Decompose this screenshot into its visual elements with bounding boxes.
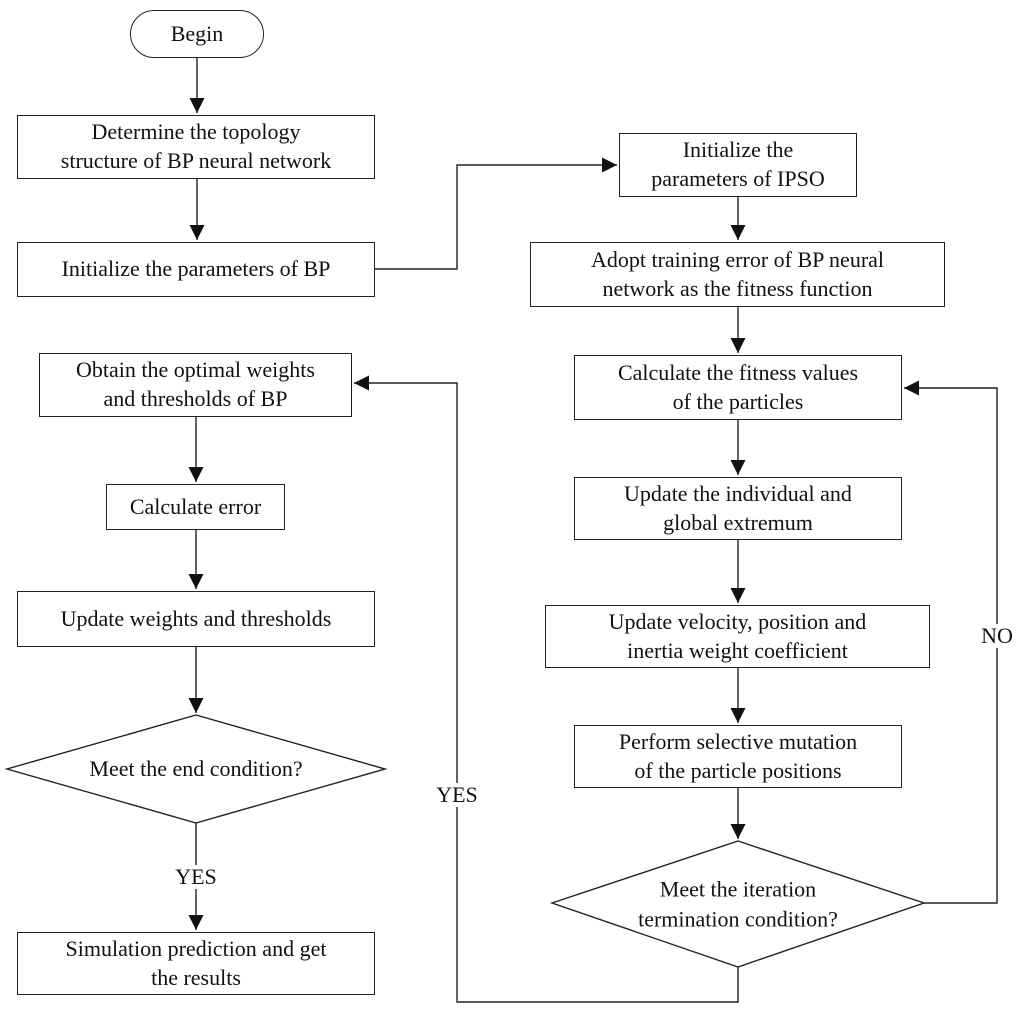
process-update-weights-thresholds: Update weights and thresholds — [17, 591, 375, 647]
decision-iteration-shape — [549, 840, 927, 968]
process-initialize-bp: Initialize the parameters of BP — [17, 242, 375, 297]
process-adopt-training-error: Adopt training error of BP neural networ… — [530, 242, 945, 307]
process-initialize-ipso: Initialize the parameters of IPSO — [619, 133, 857, 197]
process-determine-topology: Determine the topology structure of BP n… — [17, 115, 375, 179]
process-update-velocity: Update velocity, position and inertia we… — [545, 605, 930, 668]
process-calculate-fitness: Calculate the fitness values of the part… — [574, 355, 902, 420]
process-obtain-optimal-weights: Obtain the optimal weights and threshold… — [39, 353, 352, 417]
process-selective-mutation: Perform selective mutation of the partic… — [574, 725, 902, 788]
edge-init-bp-to-init-ipso — [375, 157, 617, 270]
decision-iteration-label: Meet the iteration termination condition… — [638, 876, 838, 931]
edge-label-no: NO — [977, 624, 1017, 648]
terminator-begin: Begin — [130, 10, 264, 58]
edge-label-yes-right: YES — [432, 783, 482, 807]
edge-label-yes-left: YES — [171, 865, 221, 889]
decision-end-condition-label: Meet the end condition? — [89, 756, 303, 782]
process-calculate-error: Calculate error — [106, 484, 285, 530]
edge-yes-loop-to-obtain — [354, 375, 739, 1003]
process-update-extremum: Update the individual and global extremu… — [574, 477, 902, 540]
decision-end-condition-shape — [4, 714, 388, 824]
process-simulation-prediction: Simulation prediction and get the result… — [17, 932, 375, 995]
